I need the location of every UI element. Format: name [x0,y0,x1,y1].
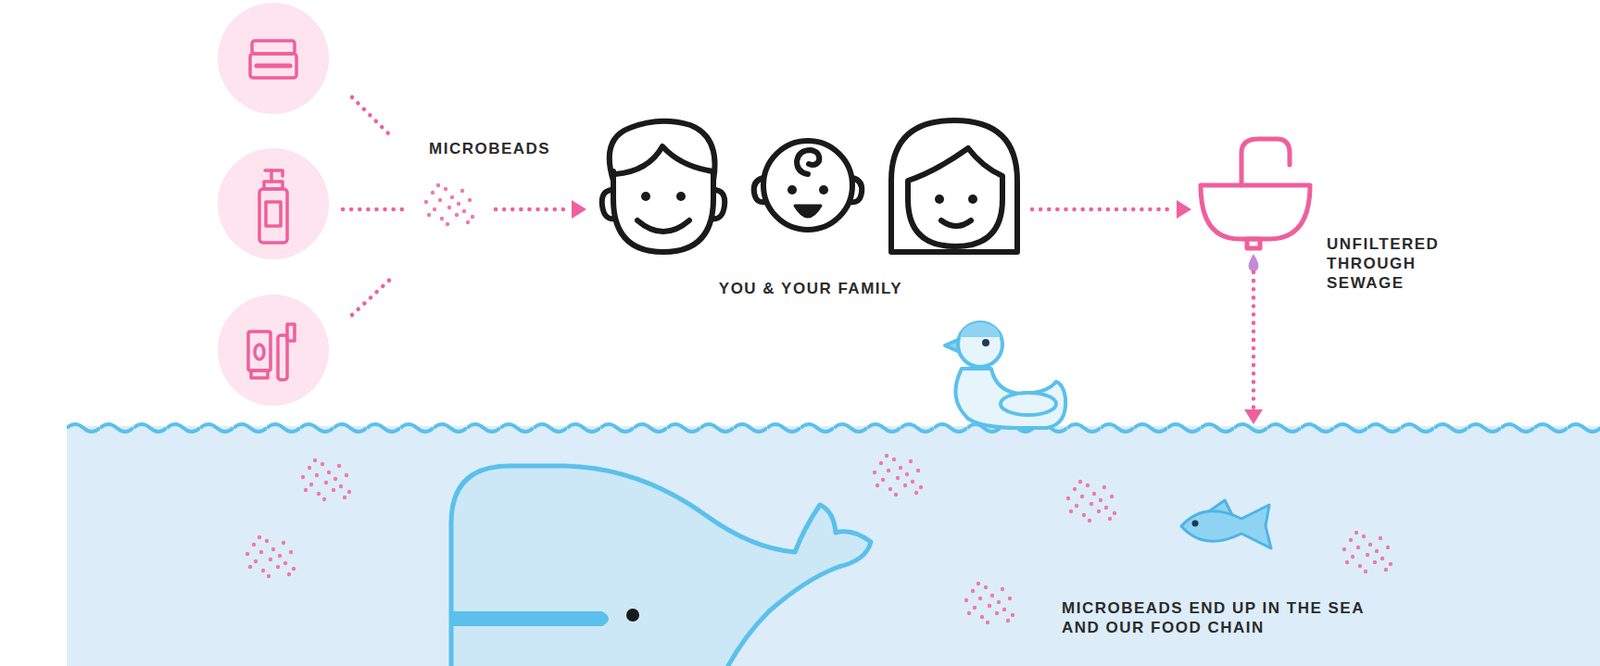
text-label: MICROBEADS [428,138,578,159]
microbead-cluster [424,183,475,227]
arrow-head [1176,200,1192,219]
flow-arrow [1032,200,1192,219]
dotted-line [1032,207,1175,213]
product-icons [217,2,329,406]
text-label: UNFILTERED THROUGH SEWAGE [1326,234,1466,293]
arrow-head [571,200,587,219]
text-label: YOU & YOUR FAMILY [592,278,1029,299]
dotted-line [1251,272,1257,408]
arrow-head [1244,409,1263,425]
text-label: MICROBEADS END UP IN THE SEA AND OUR FOO… [1061,598,1377,638]
family-faces [602,120,1018,252]
microbead-flow [342,97,570,315]
water-drop [1248,253,1260,273]
duck [944,322,1066,429]
flow-arrow [1244,272,1263,425]
wave-line [66,418,1600,434]
sink-icon [1200,138,1311,249]
